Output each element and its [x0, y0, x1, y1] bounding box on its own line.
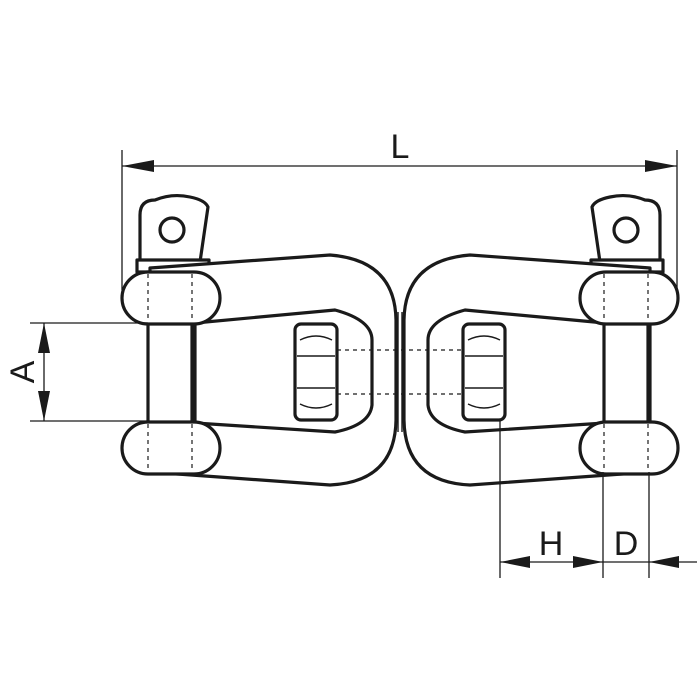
right-lower-boss: [578, 420, 680, 476]
right-hex-nut: [461, 322, 507, 422]
left-bow-inner: [193, 308, 374, 434]
dimension-opening: A: [4, 322, 148, 422]
left-upper-boss: [120, 270, 222, 326]
dimension-height-diameter: H D: [499, 420, 697, 578]
dimension-label-length: L: [391, 128, 410, 166]
left-lower-boss: [120, 420, 222, 476]
left-pin-eye-hole: [158, 216, 186, 244]
dimension-length: L: [121, 128, 678, 290]
center-swivel-bolt: [337, 312, 463, 432]
right-shackle: [402, 193, 680, 487]
right-upper-boss: [578, 270, 680, 326]
right-bow-inner: [426, 308, 607, 434]
right-pin-eye-hole: [612, 216, 640, 244]
dimension-label-opening: A: [4, 360, 42, 383]
left-hex-nut: [293, 322, 339, 422]
dimension-label-diameter: D: [614, 525, 639, 563]
left-shackle: [120, 193, 398, 487]
dimension-label-height: H: [539, 525, 564, 563]
